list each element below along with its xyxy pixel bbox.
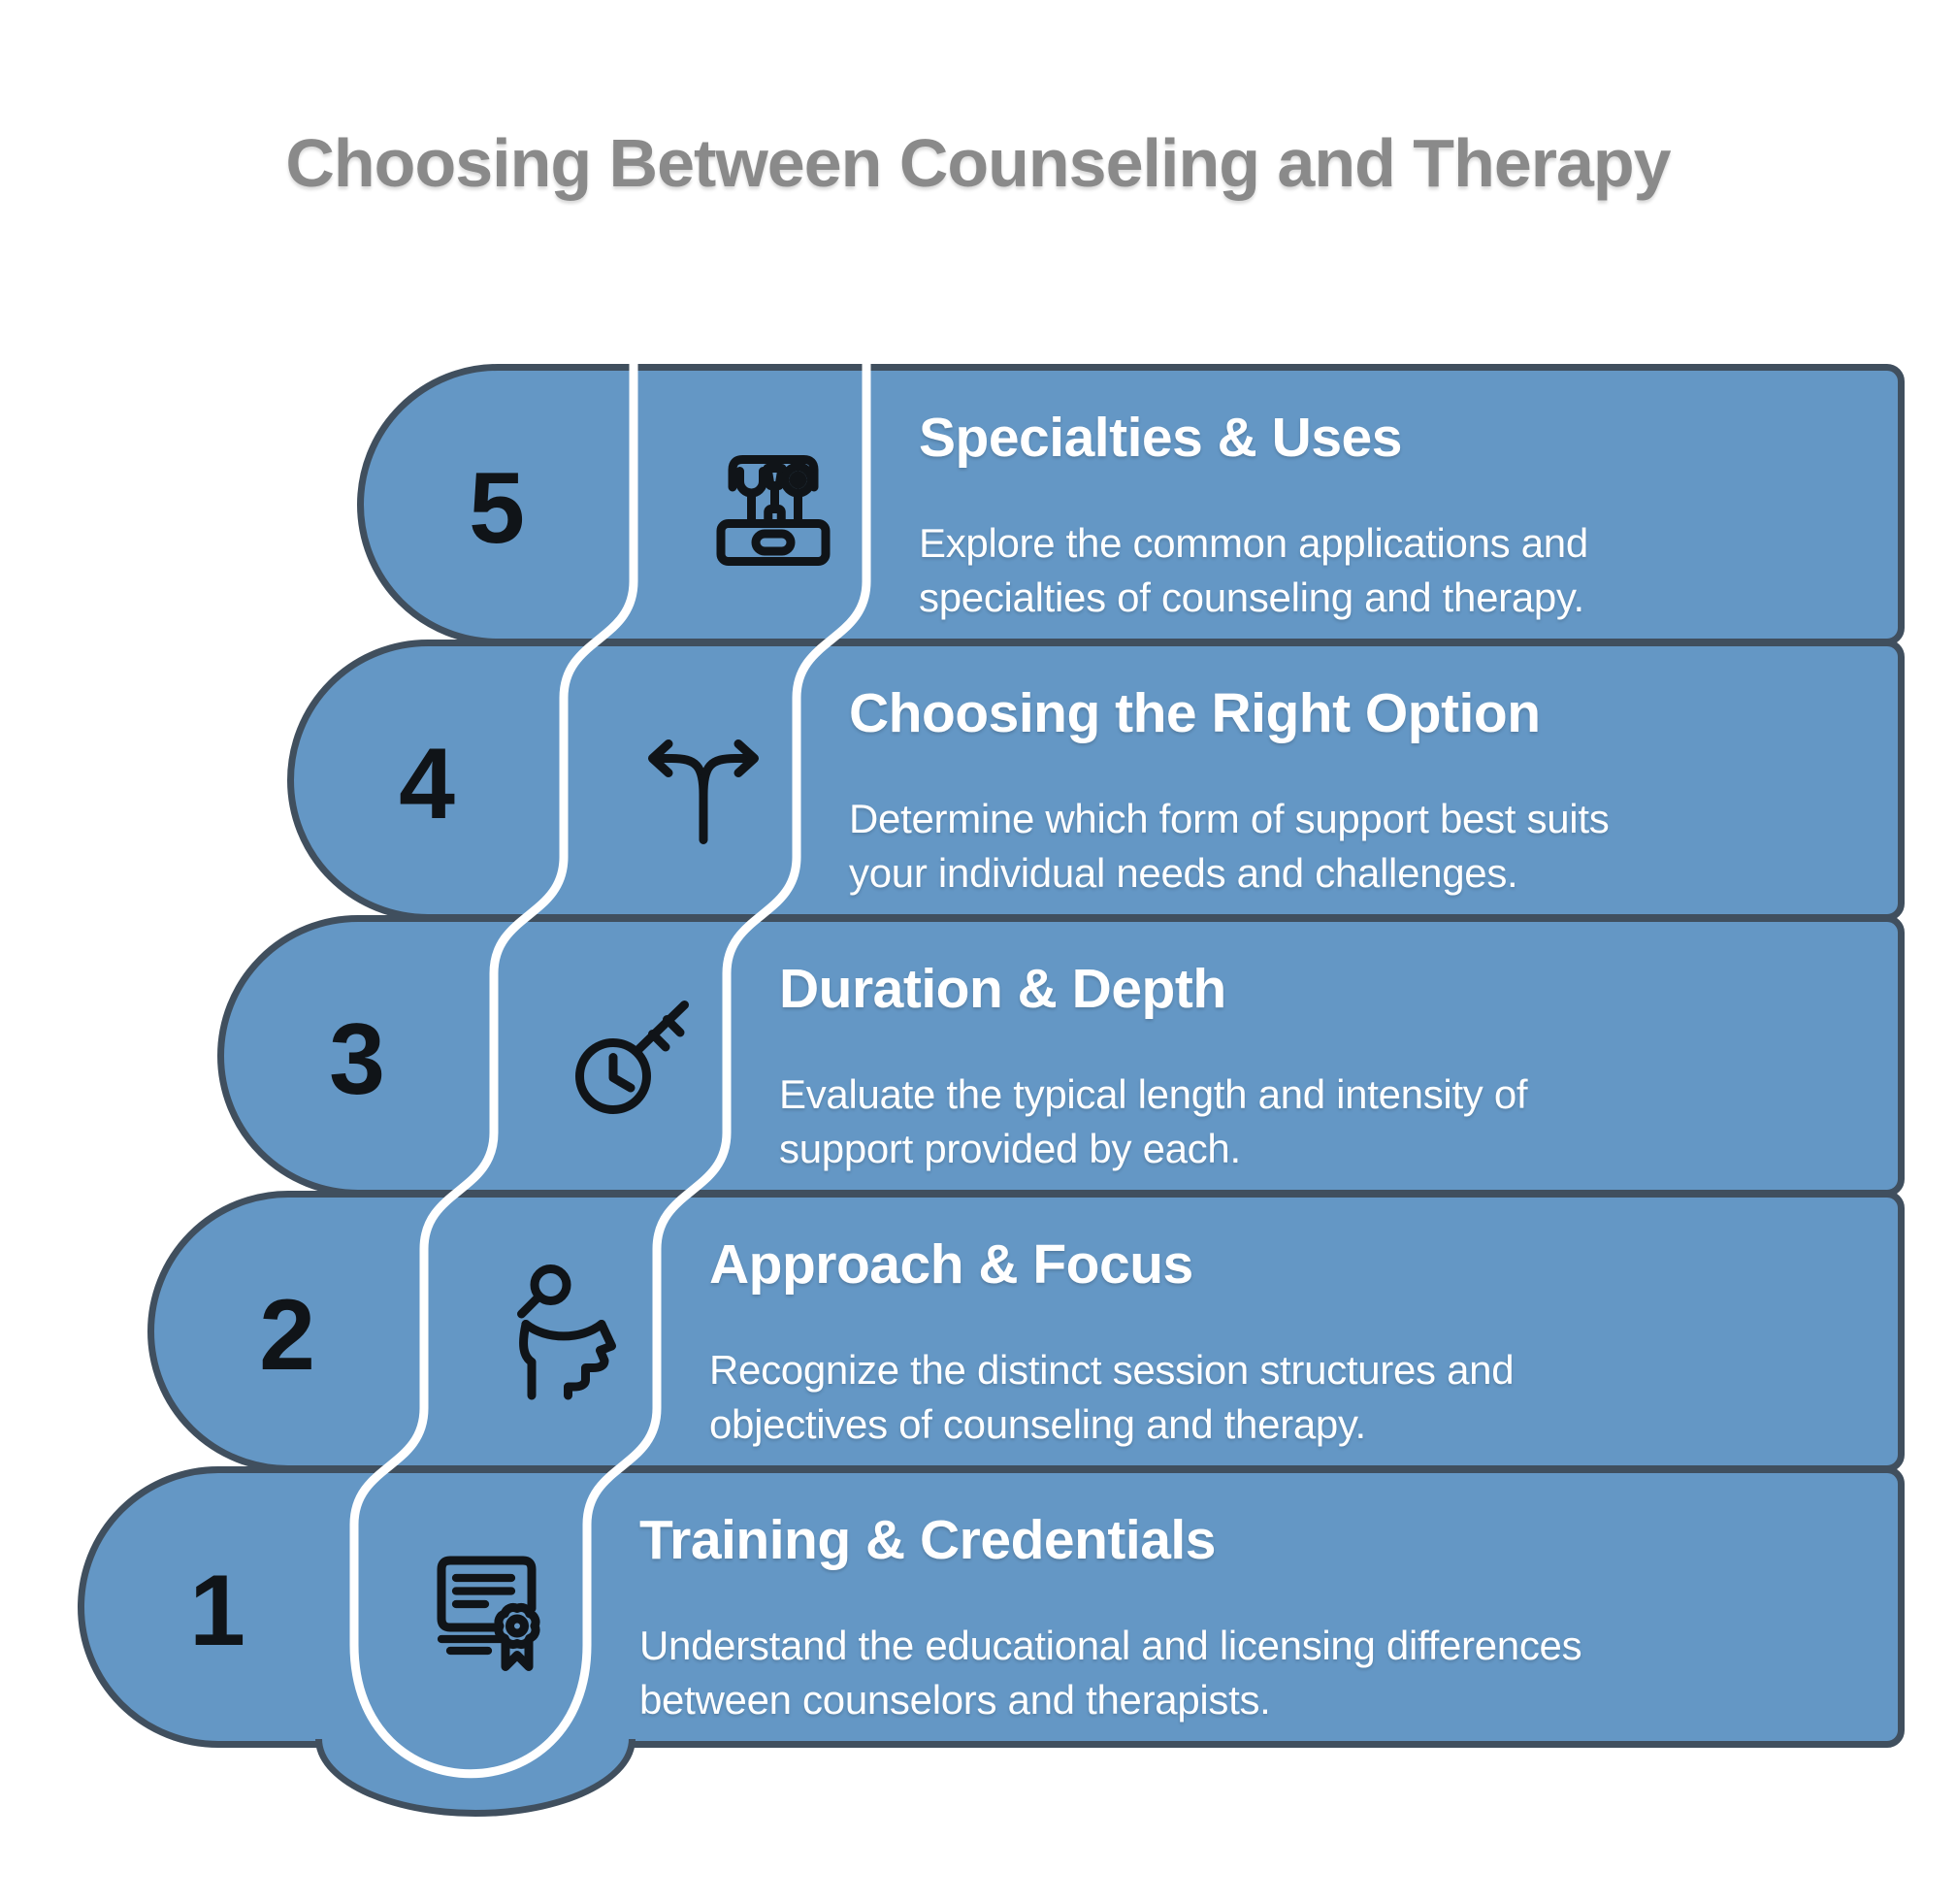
step-description: Evaluate the typical length and intensit…	[779, 1067, 1528, 1176]
step-description-line2: objectives of counseling and therapy.	[709, 1401, 1366, 1447]
step-description: Determine which form of support best sui…	[849, 792, 1610, 901]
infographic-title: Choosing Between Counseling and Therapy	[285, 125, 1671, 201]
step-row-1: 1 Training & Credentials Understand the …	[78, 1466, 1905, 1748]
step-description-line1: Explore the common applications and	[919, 520, 1588, 566]
toolbox-icon	[716, 455, 831, 566]
step-number: 4	[399, 728, 455, 840]
step-row-5: 5 Specialties & Uses Explore the common …	[357, 364, 1905, 645]
step-content: Choosing the Right Option Determine whic…	[849, 646, 1869, 914]
step-number: 1	[189, 1555, 245, 1667]
step-description-line2: between counselors and therapists.	[639, 1677, 1271, 1723]
ribbon-end-bulge	[315, 1739, 636, 1817]
step-row-3: 3 Duration & Depth Evaluate the typical …	[217, 915, 1905, 1197]
step-description-line1: Recognize the distinct session structure…	[709, 1347, 1515, 1393]
step-description-line1: Determine which form of support best sui…	[849, 796, 1610, 841]
branching-arrows-icon	[648, 739, 759, 844]
step-description: Understand the educational and licensing…	[639, 1619, 1582, 1727]
step-description-line2: specialties of counseling and therapy.	[919, 574, 1584, 620]
key-clock-icon	[575, 1001, 689, 1114]
step-description: Recognize the distinct session structure…	[709, 1343, 1515, 1452]
step-description-line2: support provided by each.	[779, 1126, 1241, 1171]
step-description: Explore the common applications and spec…	[919, 516, 1588, 625]
step-content: Duration & Depth Evaluate the typical le…	[779, 922, 1869, 1190]
step-title: Choosing the Right Option	[849, 682, 1541, 744]
step-number: 5	[469, 452, 525, 565]
step-description-line1: Evaluate the typical length and intensit…	[779, 1071, 1528, 1117]
certificate-icon	[437, 1556, 540, 1671]
step-description-line2: your individual needs and challenges.	[849, 850, 1518, 896]
step-number: 3	[329, 1003, 385, 1116]
step-content: Training & Credentials Understand the ed…	[639, 1473, 1869, 1741]
head-magnifier-icon	[517, 1264, 616, 1400]
step-number: 2	[259, 1279, 315, 1392]
step-title: Duration & Depth	[779, 958, 1226, 1020]
step-row-2: 2 Approach & Focus Recognize the distinc…	[147, 1191, 1905, 1472]
step-title: Training & Credentials	[639, 1509, 1216, 1571]
step-row-4: 4 Choosing the Right Option Determine wh…	[287, 640, 1905, 921]
step-description-line1: Understand the educational and licensing…	[639, 1623, 1582, 1668]
step-content: Specialties & Uses Explore the common ap…	[919, 371, 1869, 639]
step-title: Approach & Focus	[709, 1233, 1193, 1296]
step-title: Specialties & Uses	[919, 407, 1402, 469]
step-content: Approach & Focus Recognize the distinct …	[709, 1198, 1869, 1465]
